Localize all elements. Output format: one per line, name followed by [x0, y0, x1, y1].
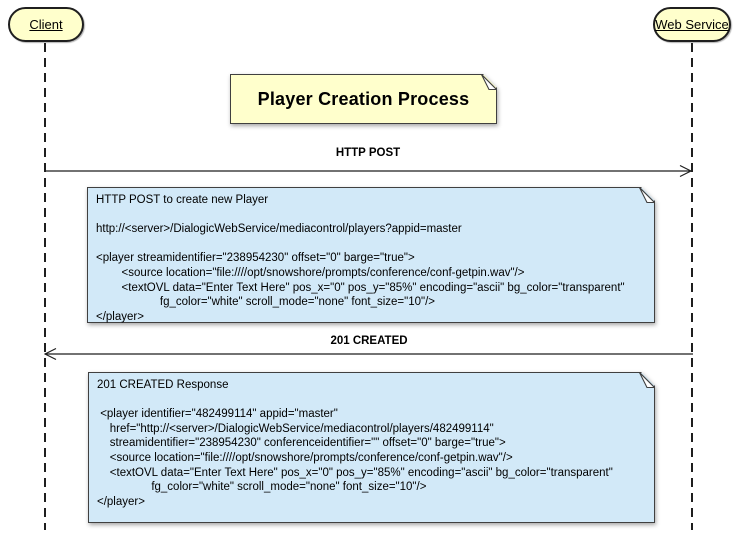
message-label-201-created: 201 CREATED: [330, 335, 408, 347]
message-label-http-post: HTTP POST: [335, 147, 401, 159]
title-note: Player Creation Process: [230, 74, 497, 124]
actor-client[interactable]: Client: [8, 7, 84, 42]
message-arrow-http-post: [45, 164, 692, 178]
note-http-post-body: HTTP POST to create new Player http://<s…: [87, 187, 655, 323]
note-http-post-detail: HTTP POST to create new Player http://<s…: [87, 187, 655, 323]
diagram-title: Player Creation Process: [257, 88, 470, 109]
actor-web-service[interactable]: Web Service: [653, 7, 731, 42]
lifeline-web-service: [691, 43, 693, 530]
note-fold-icon: [639, 372, 655, 388]
note-201-created-body: 201 CREATED Response <player identifier=…: [88, 372, 655, 523]
actor-web-service-label: Web Service: [655, 17, 729, 32]
title-note-body: Player Creation Process: [230, 74, 497, 124]
note-201-created-text: 201 CREATED Response <player identifier=…: [97, 379, 613, 508]
message-arrow-201-created: [44, 347, 693, 361]
note-fold-icon: [639, 187, 655, 203]
lifeline-client: [44, 43, 46, 530]
note-http-post-text: HTTP POST to create new Player http://<s…: [96, 194, 625, 323]
note-fold-icon: [481, 74, 497, 90]
actor-client-label: Client: [29, 17, 63, 32]
note-201-created-response: 201 CREATED Response <player identifier=…: [88, 372, 655, 523]
